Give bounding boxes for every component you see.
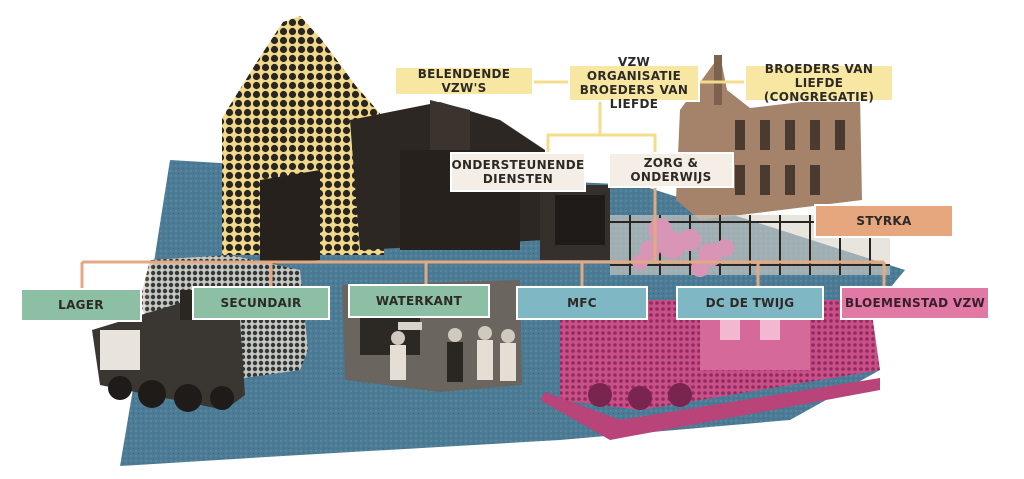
- styrka-box: STYRKA: [814, 204, 954, 238]
- zorg-onderwijs-box: ZORG & ONDERWIJS: [608, 152, 734, 188]
- unit-box-waterkant: WATERKANT: [348, 284, 490, 318]
- unit-box-bloemenstad-vzw: BLOEMENSTAD VZW: [840, 286, 990, 320]
- unit-box-secundair: SECUNDAIR: [192, 286, 330, 320]
- belendende-vzws-box: BELENDENDE VZW'S: [394, 66, 534, 96]
- church-halftone-image: [222, 16, 610, 265]
- unit-box-lager: LAGER: [20, 288, 142, 322]
- unit-box-mfc: MFC: [516, 286, 648, 320]
- unit-box-dc-de-twijg: DC DE TWIJG: [676, 286, 824, 320]
- vzw-organisatie-box: VZW ORGANISATIE BROEDERS VAN LIEFDE: [568, 55, 700, 111]
- ondersteunende-diensten-box: ONDERSTEUNENDE DIENSTEN: [450, 152, 586, 192]
- pink-train-image: [540, 300, 880, 440]
- congregatie-box: BROEDERS VAN LIEFDE (CONGREGATIE): [744, 62, 894, 104]
- top-connector-lines: [534, 80, 745, 162]
